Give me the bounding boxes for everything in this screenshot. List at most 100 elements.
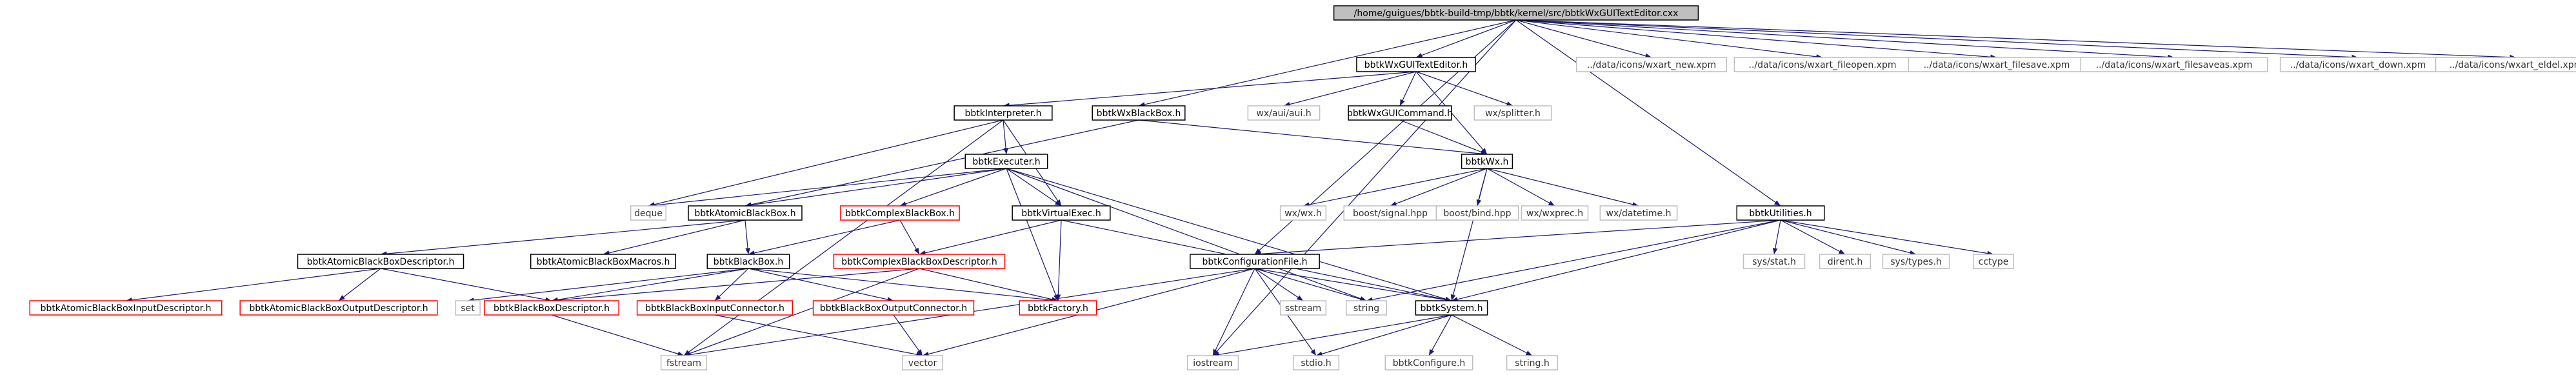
node-box	[812, 300, 975, 316]
dependency-edge	[125, 268, 381, 303]
edge-root-to-iostream	[1212, 19, 1517, 356]
node-box	[1599, 205, 1678, 221]
dependency-edge	[1003, 119, 1008, 155]
node-label: bbtkVirtualExec.h	[1021, 208, 1101, 219]
dependency-edge	[1283, 71, 1417, 107]
node-label: iostream	[1193, 358, 1233, 369]
node-label: string.h	[1515, 358, 1550, 369]
node-wxprec: wx/wxprec.h	[1521, 205, 1589, 221]
edge-atomicBBDescH-to-atomicOutDescH	[338, 268, 381, 301]
edge-root-to-xpmNew	[1515, 19, 1652, 59]
node-wxH[interactable]: bbtkWx.h	[1461, 154, 1513, 169]
edge-wxBlackBoxH-to-wxH	[1138, 119, 1488, 156]
node-utilitiesH[interactable]: bbtkUtilities.h	[1736, 205, 1825, 221]
edge-root-to-xpmDel	[1515, 19, 2517, 60]
node-atomicBBMacrosH[interactable]: bbtkAtomicBlackBoxMacros.h	[530, 254, 677, 269]
node-atomicOutDescH[interactable]: bbtkAtomicBlackBoxOutputDescriptor.h	[239, 300, 438, 316]
node-wxGUICommandH[interactable]: bbtkWxGUICommand.h	[1347, 105, 1453, 121]
node-wxBlackBoxH[interactable]: bbtkWxBlackBox.h	[1092, 105, 1186, 121]
node-label: stdio.h	[1301, 358, 1331, 369]
edge-virtualExecH-to-factoryH	[1055, 219, 1062, 301]
node-box	[833, 254, 1006, 269]
node-atomicBBDescH[interactable]: bbtkAtomicBlackBoxDescriptor.h	[297, 254, 464, 269]
node-label: bbtkWxGUICommand.h	[1347, 108, 1453, 119]
dependency-edge	[1303, 168, 1488, 207]
node-box	[2435, 57, 2576, 72]
node-bbOutConnH[interactable]: bbtkBlackBoxOutputConnector.h	[812, 300, 975, 316]
dependency-edge	[1780, 219, 1994, 256]
node-xpmSave: ../data/icons/wxart_filesave.xpm	[1908, 57, 2086, 72]
dependency-edge	[683, 268, 920, 356]
node-label: wx/datetime.h	[1606, 208, 1672, 219]
edge-wxH-to-wxwx	[1303, 168, 1488, 207]
node-interpreterH[interactable]: bbtkInterpreter.h	[954, 105, 1053, 121]
dependency-edge	[893, 314, 923, 356]
dependency-edge	[1451, 314, 1533, 356]
edge-root-to-utilitiesH	[1515, 19, 1781, 207]
dependency-edge	[1415, 71, 1513, 106]
edge-executerH-to-virtualExecH	[1006, 168, 1062, 207]
dependency-edge	[1780, 219, 1846, 255]
node-executerH[interactable]: bbtkExecuter.h	[964, 154, 1048, 169]
node-label: ../data/icons/wxart_fileopen.xpm	[1749, 60, 1897, 70]
edge-root-to-wxBlackBoxH	[1138, 19, 1517, 107]
edge-root-to-xpmSaveAs	[1515, 19, 2175, 60]
node-factoryH[interactable]: bbtkFactory.h	[1019, 300, 1097, 316]
edge-atomicBBDescH-to-atomicInDescH	[125, 268, 381, 303]
node-box	[1882, 254, 1950, 269]
node-label: wx/wxprec.h	[1526, 208, 1583, 219]
dependency-edge	[748, 268, 894, 302]
node-bbDescH[interactable]: bbtkBlackBoxDescriptor.h	[484, 300, 619, 316]
edge-executerH-to-systemH	[1006, 168, 1452, 301]
node-textEditorH[interactable]: bbtkWxGUITextEditor.h	[1356, 57, 1476, 72]
dependency-edge	[1515, 19, 1997, 60]
node-label: ../data/icons/wxart_down.xpm	[2290, 60, 2426, 70]
node-label: bbtkAtomicBlackBoxMacros.h	[537, 257, 670, 267]
node-label: ../data/icons/wxart_filesaveas.xpm	[2096, 60, 2253, 70]
node-box	[1190, 254, 1320, 269]
node-root[interactable]: /home/guigues/bbtk-build-tmp/bbtk/kernel…	[1333, 5, 1699, 21]
node-xpmOpen: ../data/icons/wxart_fileopen.xpm	[1733, 57, 1912, 72]
dependency-edge	[1515, 19, 1781, 207]
node-systemH[interactable]: bbtkSystem.h	[1415, 300, 1488, 316]
dependency-edge	[1515, 19, 1652, 59]
node-box	[484, 300, 619, 316]
node-complexBBDescH[interactable]: bbtkComplexBlackBoxDescriptor.h	[833, 254, 1006, 269]
node-box	[636, 300, 794, 316]
edge-configFileH-to-iostream	[1212, 268, 1255, 356]
node-bbInConnH[interactable]: bbtkBlackBoxInputConnector.h	[636, 300, 794, 316]
node-label: dirent.h	[1828, 257, 1863, 267]
node-complexBBH[interactable]: bbtkComplexBlackBox.h	[840, 205, 960, 221]
node-label: bbtkUtilities.h	[1749, 208, 1812, 219]
node-box	[901, 355, 944, 370]
node-label: wx/wx.h	[1284, 208, 1322, 219]
node-stdio: stdio.h	[1292, 355, 1340, 370]
dependency-edge	[748, 219, 901, 256]
dependency-edge	[1780, 219, 1917, 256]
node-box	[688, 205, 803, 221]
node-label: wx/splitter.h	[1485, 108, 1541, 119]
node-box	[1736, 205, 1825, 221]
node-label: bbtkComplexBlackBox.h	[845, 208, 955, 219]
dependency-edge	[1773, 219, 1781, 255]
edge-textEditorH-to-interpreterH	[1003, 71, 1417, 108]
dependency-edge	[1254, 268, 1452, 303]
node-label: bbtkWxBlackBox.h	[1097, 108, 1181, 119]
node-atomicBBH[interactable]: bbtkAtomicBlackBox.h	[688, 205, 803, 221]
dependency-edge	[1006, 168, 1059, 301]
dependency-edge	[1138, 119, 1488, 156]
edge-wxGUICommandH-to-wxH	[1399, 119, 1488, 155]
dependency-edge	[1212, 268, 1255, 356]
node-virtualExecH[interactable]: bbtkVirtualExec.h	[1012, 205, 1111, 221]
node-atomicInDescH[interactable]: bbtkAtomicBlackBoxInputDescriptor.h	[29, 300, 223, 316]
node-label: boost/signal.hpp	[1353, 208, 1428, 219]
edge-atomicBBH-to-atomicBBMacrosH	[603, 219, 746, 256]
node-box	[840, 205, 960, 221]
node-blackBoxH[interactable]: bbtkBlackBox.h	[706, 254, 790, 269]
node-box	[1435, 205, 1519, 221]
edge-executerH-to-string	[1006, 168, 1367, 301]
node-configFileH[interactable]: bbtkConfigurationFile.h	[1190, 254, 1320, 269]
edge-utilitiesH-to-string	[1366, 219, 1781, 302]
dependency-edge	[380, 219, 746, 256]
edge-utilitiesH-to-systemH	[1451, 219, 1781, 302]
